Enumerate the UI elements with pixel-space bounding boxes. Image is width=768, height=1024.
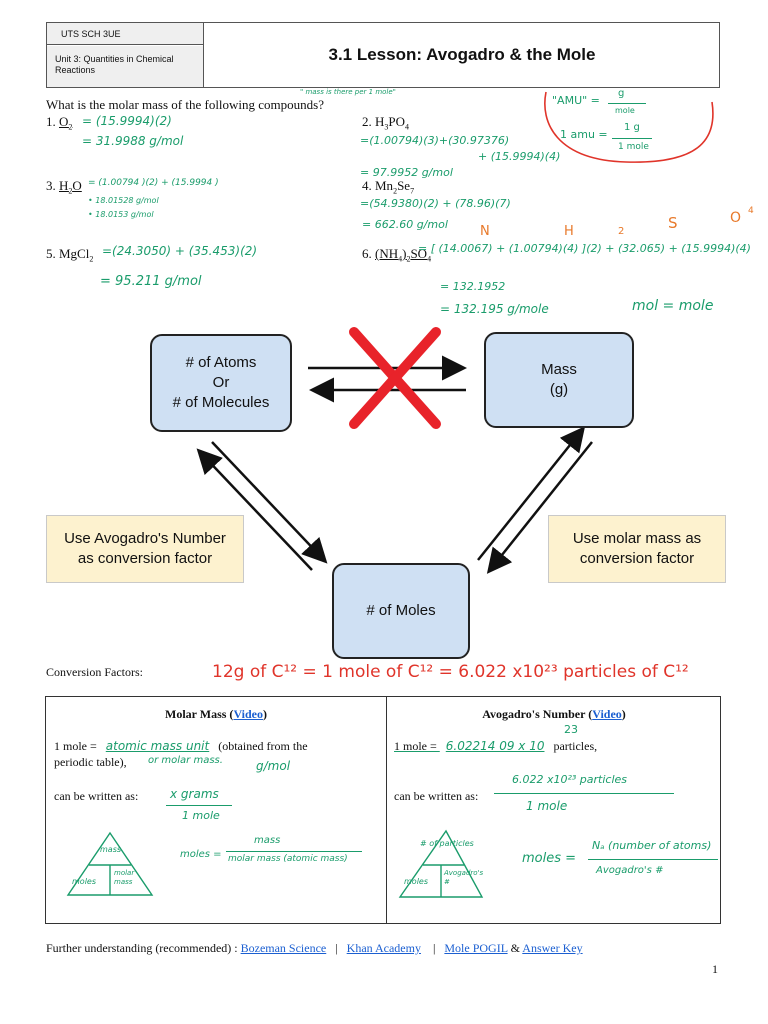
problem-5-work-1: =(24.3050) + (35.453)(2)	[102, 244, 258, 258]
molar-mass-line-2: periodic table),	[54, 755, 127, 769]
avogadro-line-1: 1 mole = 6.02214 09 x 10 particles,	[394, 739, 598, 753]
problem-4: 4. Mn2Se7	[362, 178, 415, 196]
problem-6-work-2: = 132.1952	[440, 280, 506, 293]
molar-mass-frac-top: x grams	[170, 787, 219, 801]
label-two: 2	[618, 226, 625, 237]
molar-mass-formula-lhs: moles =	[180, 849, 222, 860]
avogadro-formula-lhs: moles =	[522, 851, 577, 866]
molar-mass-video-link[interactable]: Video	[233, 707, 263, 721]
amu-line-2: 1 amu =	[560, 128, 608, 141]
course-code: UTS SCH 3UE	[47, 23, 203, 45]
bozeman-link[interactable]: Bozeman Science	[240, 941, 327, 955]
avogadro-triangle	[398, 829, 484, 898]
table-divider	[386, 697, 387, 923]
avogadro-formula-bot: Avogadro's #	[596, 865, 664, 876]
molar-mass-frac-bot: 1 mole	[182, 809, 220, 822]
problem-1-work-2: = 31.9988 g/mol	[82, 134, 184, 148]
problem-2-work-1: =(1.00794)(3)+(30.97376)	[360, 134, 510, 147]
answer-key-link[interactable]: Answer Key	[522, 941, 583, 955]
avogadro-formula-bar	[588, 859, 718, 860]
tri-molar-mass: molar mass	[114, 869, 135, 886]
question-text: What is the molar mass of the following …	[46, 97, 325, 112]
unit-name: Unit 3: Quantities in Chemical Reactions	[47, 46, 203, 87]
tri-particles: # of particles	[420, 839, 474, 848]
problem-2: 2. H3PO4	[362, 114, 410, 132]
problem-4-work-1: =(54.9380)(2) + (78.96)(7)	[360, 197, 511, 210]
problem-3-work-3: • 18.0153 g/mol	[88, 210, 154, 219]
conversion-table: Molar Mass (Video) 1 mole = atomic mass …	[45, 696, 721, 924]
avogadro-frac-top: 6.022 x10²³ particles	[512, 773, 628, 786]
conversion-handwritten: 12g of C¹² = 1 mole of C¹² = 6.022 x10²³…	[212, 662, 689, 682]
problem-3: 3. H2O	[46, 178, 82, 196]
red-x-icon	[349, 327, 441, 429]
avogadro-heading: Avogadro's Number (Video)	[482, 707, 626, 721]
avogadro-video-link[interactable]: Video	[592, 707, 622, 721]
amu-line-1: "AMU" =	[552, 94, 600, 107]
problem-6-work-3: = 132.195 g/mole	[440, 302, 549, 316]
pogil-link[interactable]: Mole POGIL	[444, 941, 508, 955]
amu-frac1-top: g	[618, 88, 625, 99]
amu-frac2-bar	[612, 138, 652, 139]
problem-5: 5. MgCl2	[46, 246, 94, 264]
amu-frac2-bot: 1 mole	[618, 142, 649, 152]
page-number: 1	[712, 962, 718, 976]
molar-mass-line-1: 1 mole = atomic mass unit (obtained from…	[54, 739, 308, 753]
label-four: 4	[748, 206, 754, 216]
problem-4-work-2: = 662.60 g/mol	[362, 218, 448, 231]
page-title: 3.1 Lesson: Avogadro & the Mole	[328, 45, 596, 64]
label-h: H	[564, 224, 574, 239]
amu-frac2-top: 1 g	[624, 122, 640, 133]
problem-6-work-1: = [ (14.0067) + (1.00794)(4) ](2) + (32.…	[418, 242, 751, 255]
mass-note: " mass is there per 1 mole"	[300, 88, 396, 96]
problem-1: 1. O2	[46, 114, 73, 132]
tri-avog-number: Avogadro's #	[444, 869, 484, 886]
header-left: UTS SCH 3UE Unit 3: Quantities in Chemic…	[47, 23, 204, 87]
amu-circle	[544, 91, 714, 163]
molar-mass-formula-top: mass	[254, 835, 281, 846]
avogadro-frac-bot: 1 mole	[526, 799, 568, 813]
tri-avog-moles: moles	[404, 877, 428, 886]
avogadro-exponent: 23	[564, 723, 578, 736]
mol-equals-mole: mol = mole	[632, 298, 714, 314]
avogadro-frac-bar	[494, 793, 674, 794]
problem-5-work-2: = 95.211 g/mol	[100, 274, 202, 289]
header-table: UTS SCH 3UE Unit 3: Quantities in Chemic…	[46, 22, 720, 88]
molar-mass-formula-bar	[226, 851, 362, 852]
molar-mass-written: can be written as:	[54, 789, 139, 803]
label-n: N	[480, 224, 490, 239]
problem-3-work-1: = (1.00794 )(2) + (15.9994 )	[88, 178, 219, 188]
molar-mass-heading: Molar Mass (Video)	[165, 707, 267, 721]
atoms-box: # of Atoms Or # of Molecules	[150, 334, 292, 432]
problem-3-work-2: • 18.01528 g/mol	[88, 196, 159, 205]
molar-mass-formula-bot: molar mass (atomic mass)	[228, 854, 348, 864]
molar-mass-frac-bar	[166, 805, 232, 806]
moles-box: # of Moles	[332, 563, 470, 659]
problem-2-work-2: + (15.9994)(4)	[478, 150, 561, 163]
label-s: S	[668, 214, 678, 232]
amu-frac1-bot: mole	[615, 106, 635, 115]
problem-2-work-3: = 97.9952 g/mol	[360, 166, 453, 179]
tri-mass: mass	[100, 845, 122, 854]
amu-frac1-bar	[608, 103, 646, 104]
footer-links: Further understanding (recommended) : Bo…	[46, 941, 583, 955]
label-o: O	[730, 210, 742, 226]
molar-mass-hw-or: or molar mass.	[148, 755, 223, 766]
tri-moles: moles	[72, 877, 96, 886]
khan-link[interactable]: Khan Academy	[346, 941, 421, 955]
conversion-label: Conversion Factors:	[46, 665, 143, 679]
molar-mass-unit: g/mol	[256, 759, 291, 773]
problem-1-work-1: = (15.9994)(2)	[82, 114, 172, 128]
problem-6: 6. (NH4)2SO4	[362, 246, 432, 264]
avogadro-written: can be written as:	[394, 789, 479, 803]
avogadro-formula-top: Nₐ (number of atoms)	[592, 839, 712, 852]
mass-box: Mass (g)	[484, 332, 634, 428]
molar-mass-triangle	[66, 831, 154, 896]
